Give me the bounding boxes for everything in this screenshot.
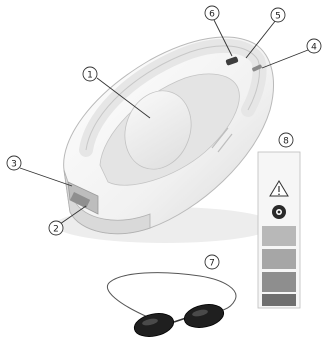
callout-1: 1 — [83, 67, 97, 81]
strip-band-4 — [262, 294, 296, 306]
svg-text:4: 4 — [311, 42, 317, 52]
callout-2: 2 — [49, 221, 63, 235]
callout-3: 3 — [7, 156, 21, 170]
callout-8: 8 — [279, 133, 293, 147]
callout-6: 6 — [205, 6, 219, 20]
strip-band-1 — [262, 226, 296, 246]
svg-text:2: 2 — [53, 224, 59, 234]
svg-text:7: 7 — [209, 258, 215, 268]
goggle-lens-right — [182, 301, 226, 331]
svg-text:5: 5 — [275, 11, 281, 21]
callout-5: 5 — [271, 8, 285, 22]
label-strip — [258, 152, 300, 308]
callout-4: 4 — [307, 39, 321, 53]
protective-goggles — [107, 273, 236, 340]
svg-text:1: 1 — [87, 70, 93, 80]
callout-7: 7 — [205, 255, 219, 269]
eye-protection-icon — [272, 205, 286, 219]
strip-band-3 — [262, 272, 296, 292]
svg-text:8: 8 — [283, 136, 289, 146]
goggle-lens-left — [132, 310, 176, 340]
strip-band-2 — [262, 249, 296, 269]
svg-text:6: 6 — [209, 9, 215, 19]
svg-text:3: 3 — [11, 159, 17, 169]
